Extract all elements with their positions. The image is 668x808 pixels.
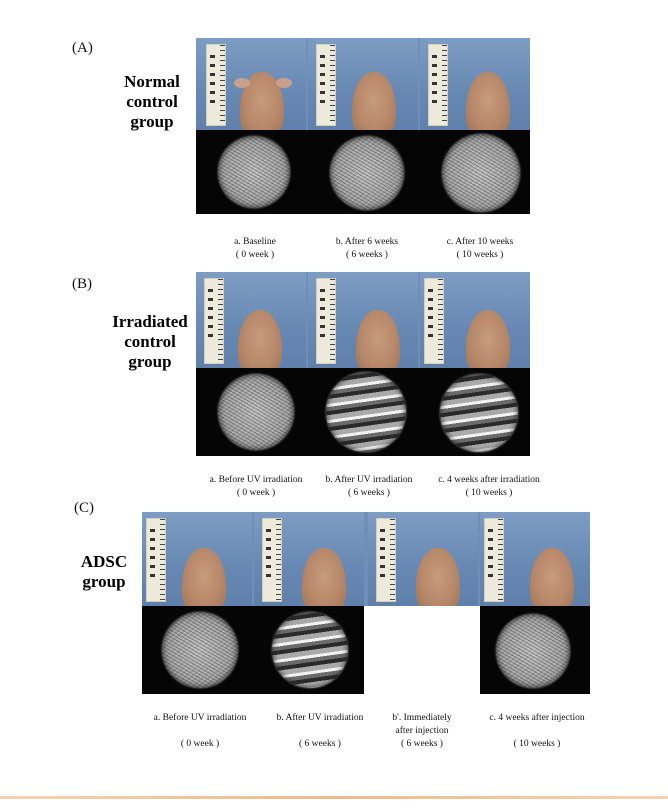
mouse [182,548,226,606]
mouse [530,548,574,606]
ruler [428,44,448,126]
mouse [466,72,510,130]
caption-b-after-uv: b. After UV irradiation ( 6 weeks ) [325,475,413,498]
mouse [356,310,400,368]
ruler [424,278,444,364]
replica-c-before-uv [162,612,238,688]
panel-a-label: (A) [72,40,93,56]
photo-c-immediately-after-injection [368,512,478,606]
photo-c-after-uv [254,512,364,606]
ruler [376,518,396,602]
footer-rule [0,796,668,799]
replica-a-6-weeks [330,136,404,210]
panel-c-mouse-photos [142,512,590,606]
mouse [466,310,510,368]
ruler [204,278,224,364]
ruler [146,518,166,602]
photo-a-6-weeks [308,38,418,130]
panel-a-group-label: Normal control group [124,72,180,131]
replica-c-after-uv [272,612,348,688]
photo-a-baseline [196,38,306,130]
ruler [316,44,336,126]
replica-b-after-irradiation [440,374,518,452]
replica-b-after-uv [326,372,406,452]
panel-a-replicas [196,130,530,214]
photo-c-after-injection [480,512,590,606]
ruler [484,518,504,602]
caption-c-after-uv: b. After UV irradiation ( 6 weeks ) [276,713,364,749]
ruler [316,278,336,364]
panel-c-replicas-right [480,606,590,694]
panel-b-replicas [196,368,530,456]
caption-b-before-uv: a. Before UV irradiation ( 0 week ) [209,475,303,498]
replica-c-after-injection [496,614,570,688]
replica-b-before-uv [218,374,294,450]
caption-b-after-irradiation: c. 4 weeks after irradiation ( 10 weeks … [438,475,540,498]
ruler [206,44,226,126]
photo-c-before-uv [142,512,252,606]
mouse [352,72,396,130]
panel-a-mouse-photos [196,38,530,130]
photo-b-before-uv [196,272,306,368]
mouse [416,548,460,606]
panel-c-group-label: ADSC group [80,552,128,591]
panel-b-mouse-photos [196,272,530,368]
caption-c-immediately-after-injection: b'. Immediately after injection ( 6 week… [392,713,452,749]
caption-a-10-weeks: c. After 10 weeks ( 10 weeks ) [446,237,514,260]
caption-c-after-injection: c. 4 weeks after injection ( 10 weeks ) [489,713,585,749]
panel-b-label: (B) [72,276,92,292]
photo-b-after-uv [308,272,418,368]
photo-a-10-weeks [420,38,530,130]
replica-a-10-weeks [442,134,520,212]
replica-a-baseline [218,136,290,208]
caption-a-6-weeks: b. After 6 weeks ( 6 weeks ) [335,237,399,260]
panel-c-label: (C) [74,500,94,516]
caption-a-baseline: a. Baseline ( 0 week ) [234,237,276,260]
panel-b-group-label: Irradiated control group [112,312,188,371]
panel-c-replicas-left [142,606,364,694]
mouse [238,310,282,368]
caption-c-before-uv: a. Before UV irradiation ( 0 week ) [153,713,247,749]
photo-b-after-irradiation [420,272,530,368]
ruler [262,518,282,602]
mouse [302,548,346,606]
